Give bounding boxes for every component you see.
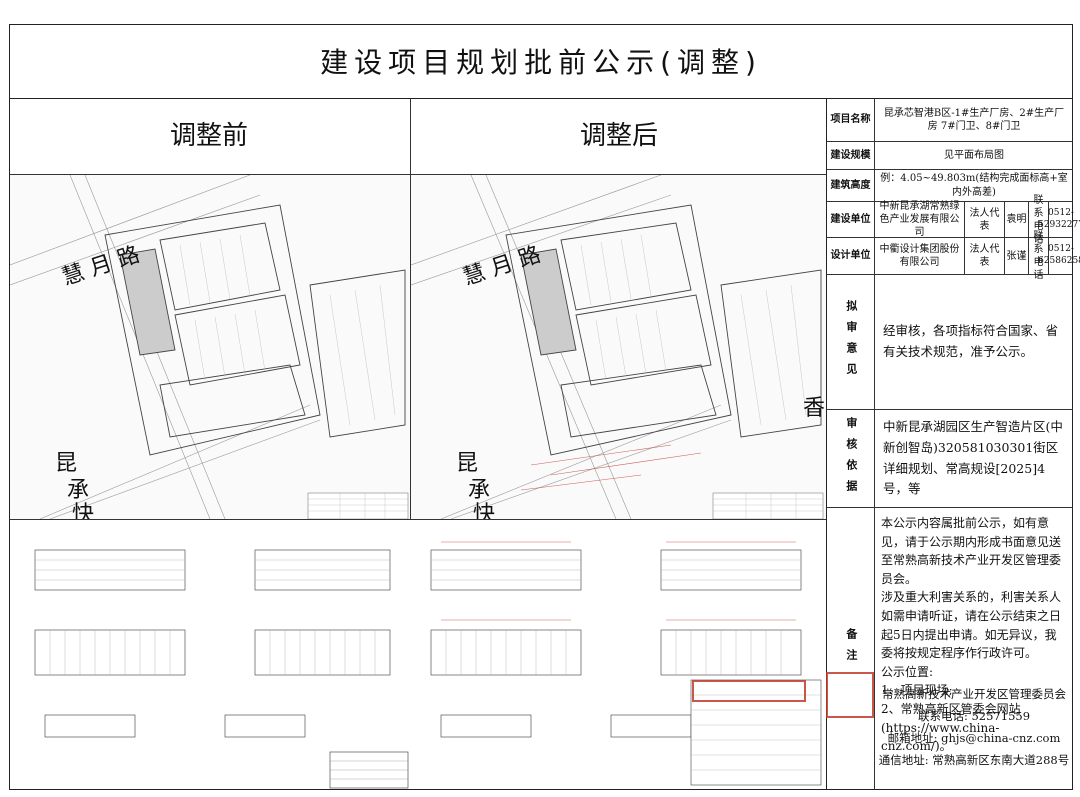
- row-project-name: 项目名称 昆承芯智港B区-1#生产厂房、2#生产厂房 7#门卫、8#门卫: [827, 99, 1073, 142]
- contact-email: 邮箱地址: ghjs@china-cnz.com: [887, 730, 1061, 745]
- designer-name: 中衢设计集团股份有限公司: [875, 238, 965, 274]
- site-plan-before: 慧 月 路 昆 承 快: [10, 175, 410, 519]
- contact-block: 常熟高新技术产业开发区管理委员会 联系电话: 52571559 邮箱地址: gh…: [875, 684, 1073, 771]
- review-stamp: [692, 680, 806, 702]
- row-remark: 备注 本公示内容属批前公示，如有意见，请于公示期内形成书面意见送至常熟高新技术产…: [827, 508, 1073, 789]
- scale-value: 见平面布局图: [944, 149, 1004, 161]
- row-designer: 设计单位 中衢设计集团股份有限公司 法人代表 张谨 联系电话 0512-6258…: [827, 231, 1080, 281]
- contact-address: 通信地址: 常熟高新区东南大道288号: [878, 752, 1070, 767]
- designer-phone: 0512-62586258: [1038, 244, 1080, 266]
- info-table: 项目名称 昆承芯智港B区-1#生产厂房、2#生产厂房 7#门卫、8#门卫 建设规…: [826, 99, 1080, 789]
- project-name-value: 昆承芯智港B区-1#生产厂房、2#生产厂房 7#门卫、8#门卫: [883, 107, 1065, 133]
- row-scale: 建设规模 见平面布局图: [827, 142, 1073, 170]
- elevations-after: [411, 520, 826, 789]
- builder-name: 中新昆承湖常熟绿色产业发展有限公司: [875, 201, 965, 238]
- svg-text:昆: 昆: [456, 451, 478, 476]
- road-label-east-after: 香: [803, 396, 825, 421]
- designer-rep: 张谨: [1005, 238, 1029, 274]
- height-value: 例：4.05~49.803m(结构完成面标高+室内外高差): [880, 173, 1068, 198]
- page-title: 建设项目规划批前公示(调整): [10, 28, 1072, 99]
- before-header: 调整前: [169, 121, 248, 151]
- svg-text:承: 承: [468, 478, 490, 503]
- svg-text:快: 快: [473, 502, 495, 519]
- builder-rep: 袁明: [1005, 202, 1029, 237]
- row-opinion: 拟审意见 经审核，各项指标符合国家、省有关技术规范，准予公示。: [827, 275, 1073, 410]
- approval-stamp: [826, 672, 874, 718]
- svg-text:昆: 昆: [55, 451, 77, 476]
- elevations-before: [10, 520, 410, 789]
- drawings-area: 调整前 调整后 慧 月 路 昆 承 快: [10, 99, 826, 789]
- row-height: 建筑高度 例：4.05~49.803m(结构完成面标高+室内外高差): [827, 170, 1073, 202]
- expressway-label-after: 昆 承 快: [456, 451, 495, 519]
- basis-value: 中新昆承湖园区生产智造片区(中新创智岛)320581030301街区详细规划、常…: [883, 419, 1063, 497]
- document-frame: [9, 24, 1073, 790]
- site-plan-after: 慧 月 路 昆 承 快 香: [411, 175, 826, 519]
- contact-phone: 联系电话: 52571559: [917, 708, 1031, 723]
- remark-text: 本公示内容属批前公示，如有意见，请于公示期内形成书面意见送至常熟高新技术产业开发…: [881, 516, 1062, 754]
- after-header: 调整后: [579, 121, 658, 151]
- builder-phone: 0512-52932277: [1038, 207, 1080, 230]
- panel-divider: [410, 99, 411, 519]
- expressway-label-before: 昆 承 快: [55, 451, 94, 519]
- svg-text:快: 快: [72, 502, 94, 519]
- plan-divider: [10, 519, 826, 520]
- svg-text:承: 承: [67, 478, 89, 503]
- agency-name: 常熟高新技术产业开发区管理委员会: [882, 687, 1066, 701]
- header-divider: [10, 174, 826, 175]
- opinion-value: 经审核，各项指标符合国家、省有关技术规范，准予公示。: [883, 323, 1059, 359]
- row-basis: 审核依据 中新昆承湖园区生产智造片区(中新创智岛)320581030301街区详…: [827, 410, 1073, 508]
